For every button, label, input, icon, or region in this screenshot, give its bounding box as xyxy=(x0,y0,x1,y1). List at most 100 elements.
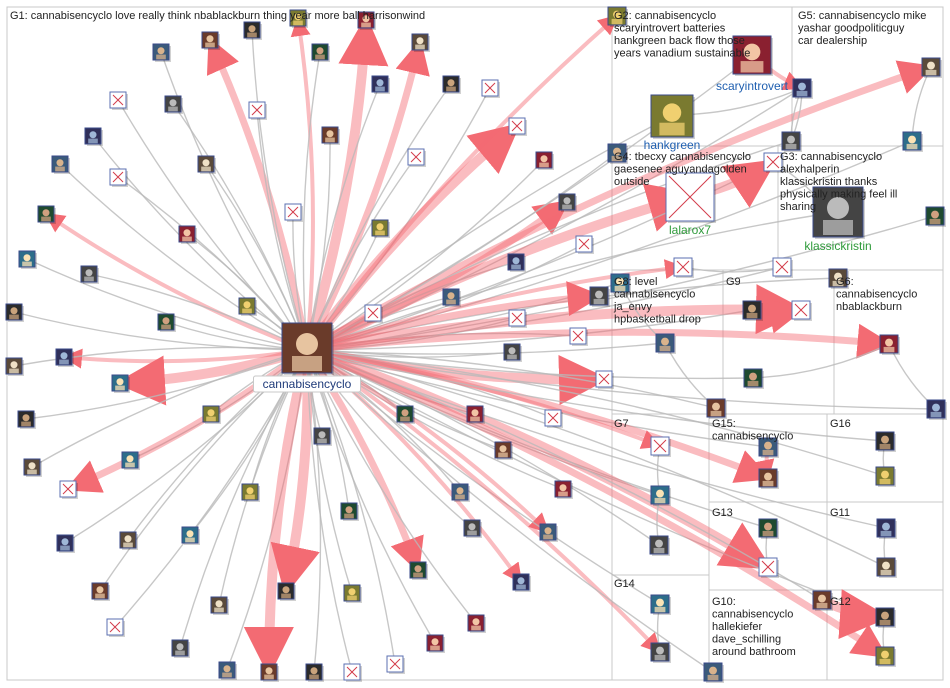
vertex-node[interactable] xyxy=(340,502,359,521)
vertex-node[interactable] xyxy=(595,370,614,389)
vertex-node[interactable] xyxy=(758,557,779,578)
vertex-node[interactable] xyxy=(111,374,130,393)
vertex-node[interactable] xyxy=(649,535,670,556)
vertex-node[interactable] xyxy=(451,483,470,502)
vertex-node[interactable] xyxy=(371,75,390,94)
vertex-node[interactable] xyxy=(343,584,362,603)
vertex-scaryintrovert[interactable] xyxy=(732,35,773,76)
vertex-node[interactable] xyxy=(925,206,946,227)
vertex-node[interactable] xyxy=(84,127,103,146)
vertex-node[interactable] xyxy=(763,152,784,173)
vertex-node[interactable] xyxy=(260,663,279,682)
vertex-node[interactable] xyxy=(791,300,812,321)
vertex-node[interactable] xyxy=(243,21,262,40)
vertex-node[interactable] xyxy=(178,225,197,244)
vertex-node[interactable] xyxy=(164,95,183,114)
vertex-node[interactable] xyxy=(610,273,631,294)
vertex-node[interactable] xyxy=(426,634,445,653)
vertex-node[interactable] xyxy=(407,148,426,167)
vertex-node[interactable] xyxy=(284,203,303,222)
vertex-node[interactable] xyxy=(171,639,190,658)
vertex-node[interactable] xyxy=(554,480,573,499)
vertex-node[interactable] xyxy=(758,437,779,458)
vertex-node[interactable] xyxy=(386,655,405,674)
vertex-node[interactable] xyxy=(706,398,727,419)
vertex-node[interactable] xyxy=(18,250,37,269)
vertex-node[interactable] xyxy=(37,205,56,224)
vertex-node[interactable] xyxy=(442,75,461,94)
vertex-cannabisencyclo[interactable] xyxy=(281,322,334,375)
vertex-node[interactable] xyxy=(463,519,482,538)
vertex-node[interactable] xyxy=(607,6,628,27)
vertex-node[interactable] xyxy=(544,409,563,428)
vertex-node[interactable] xyxy=(876,518,897,539)
vertex-node[interactable] xyxy=(758,518,779,539)
vertex-node[interactable] xyxy=(210,596,229,615)
vertex-node[interactable] xyxy=(55,348,74,367)
vertex-node[interactable] xyxy=(512,573,531,592)
vertex-node[interactable] xyxy=(305,663,324,682)
vertex-node[interactable] xyxy=(650,642,671,663)
vertex-node[interactable] xyxy=(201,31,220,50)
vertex-node[interactable] xyxy=(875,466,896,487)
vertex-node[interactable] xyxy=(17,410,36,429)
vertex-node[interactable] xyxy=(91,582,110,601)
vertex-node[interactable] xyxy=(218,661,237,680)
vertex-node[interactable] xyxy=(781,131,802,152)
vertex-node[interactable] xyxy=(442,288,461,307)
vertex-node[interactable] xyxy=(121,451,140,470)
vertex-node[interactable] xyxy=(876,557,897,578)
vertex-node[interactable] xyxy=(828,268,849,289)
vertex-node[interactable] xyxy=(589,286,610,307)
vertex-node[interactable] xyxy=(364,304,383,323)
vertex-node[interactable] xyxy=(792,78,813,99)
vertex-node[interactable] xyxy=(202,405,221,424)
vertex-node[interactable] xyxy=(109,91,128,110)
vertex-node[interactable] xyxy=(508,117,527,136)
vertex-node[interactable] xyxy=(879,334,900,355)
vertex-node[interactable] xyxy=(921,57,942,78)
vertex-node[interactable] xyxy=(197,155,216,174)
vertex-node[interactable] xyxy=(812,590,833,611)
vertex-node[interactable] xyxy=(926,399,947,420)
vertex-node[interactable] xyxy=(157,313,176,332)
vertex-node[interactable] xyxy=(875,607,896,628)
vertex-node[interactable] xyxy=(23,458,42,477)
vertex-node[interactable] xyxy=(59,480,78,499)
vertex-node[interactable] xyxy=(494,441,513,460)
vertex-node[interactable] xyxy=(238,297,257,316)
vertex-node[interactable] xyxy=(109,168,128,187)
vertex-node[interactable] xyxy=(321,126,340,145)
vertex-node[interactable] xyxy=(357,11,376,30)
vertex-node[interactable] xyxy=(703,662,724,683)
vertex-node[interactable] xyxy=(241,483,260,502)
vertex-node[interactable] xyxy=(503,343,522,362)
vertex-node[interactable] xyxy=(313,427,332,446)
vertex-node[interactable] xyxy=(466,405,485,424)
vertex-klassickristin[interactable] xyxy=(812,186,865,239)
vertex-node[interactable] xyxy=(558,193,577,212)
vertex-node[interactable] xyxy=(507,253,526,272)
vertex-node[interactable] xyxy=(650,594,671,615)
vertex-node[interactable] xyxy=(152,43,171,62)
vertex-node[interactable] xyxy=(5,303,24,322)
vertex-node[interactable] xyxy=(539,523,558,542)
vertex-hankgreen[interactable] xyxy=(650,94,695,139)
vertex-node[interactable] xyxy=(902,131,923,152)
vertex-node[interactable] xyxy=(772,257,793,278)
vertex-node[interactable] xyxy=(411,33,430,52)
vertex-node[interactable] xyxy=(467,614,486,633)
vertex-node[interactable] xyxy=(56,534,75,553)
vertex-node[interactable] xyxy=(650,436,671,457)
vertex-node[interactable] xyxy=(396,405,415,424)
vertex-node[interactable] xyxy=(481,79,500,98)
vertex-node[interactable] xyxy=(248,101,267,120)
vertex-node[interactable] xyxy=(875,646,896,667)
vertex-node[interactable] xyxy=(535,151,554,170)
vertex-node[interactable] xyxy=(569,327,588,346)
vertex-node[interactable] xyxy=(758,468,779,489)
vertex-node[interactable] xyxy=(277,582,296,601)
vertex-node[interactable] xyxy=(655,333,676,354)
vertex-lalarox7[interactable] xyxy=(665,172,716,223)
vertex-node[interactable] xyxy=(575,235,594,254)
